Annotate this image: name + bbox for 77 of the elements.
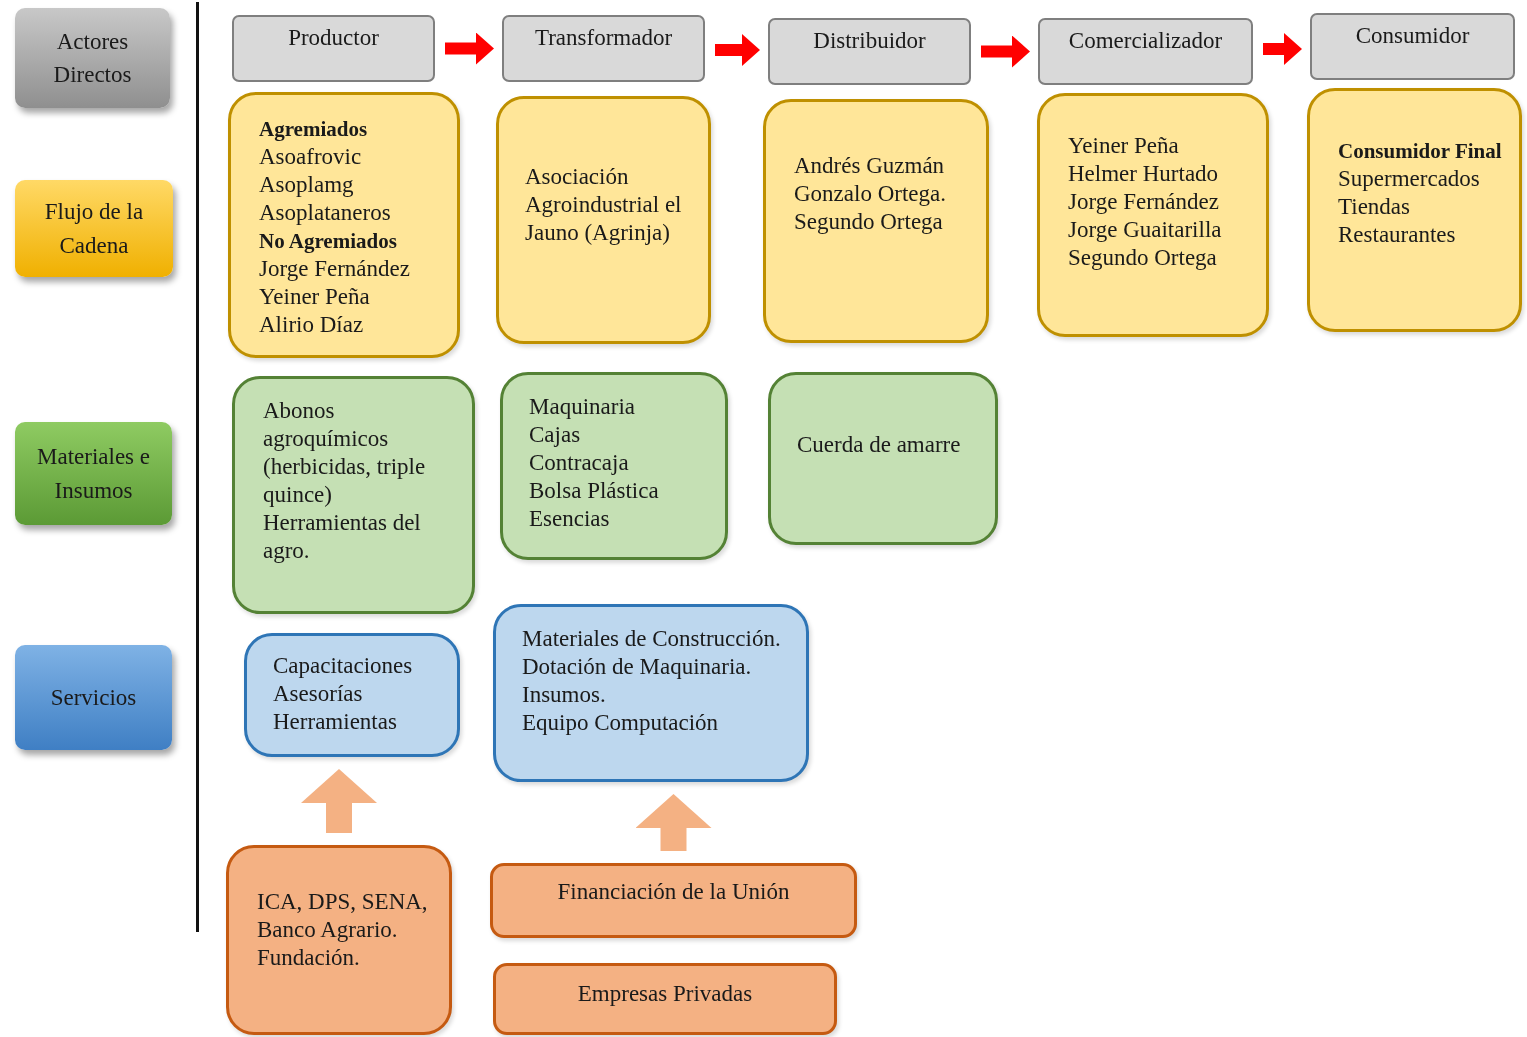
list-item: Andrés Guzmán <box>794 152 945 180</box>
source-box <box>226 845 452 1035</box>
list-item: ICA, DPS, SENA, Banco Agrario. <box>257 888 429 945</box>
source-box <box>493 963 837 1035</box>
list-item: Herramientas del agro. <box>263 509 422 566</box>
arrow <box>1263 33 1302 65</box>
actor-label: Distribuidor <box>813 28 926 55</box>
list-item: Empresas Privadas <box>577 980 753 1008</box>
list-item: Cajas <box>529 421 581 450</box>
actor-box <box>232 15 435 82</box>
actor-label: Transformador <box>534 25 673 52</box>
list-item: Restaurantes <box>1338 221 1456 250</box>
category-label: Servicios <box>50 683 137 712</box>
list-item: Fundación. <box>257 944 360 973</box>
services-box <box>493 604 809 782</box>
category-label: Flujo de la Cadena <box>43 198 145 260</box>
list-item: Asoafrovic <box>259 143 362 172</box>
list-item: Segundo Ortega <box>1068 244 1217 273</box>
materials-box <box>232 376 475 614</box>
category-box <box>15 8 170 108</box>
services-box <box>244 633 460 757</box>
materials-box <box>500 372 728 560</box>
arrow <box>301 769 377 833</box>
list-item: Yeiner Peña <box>1068 132 1179 160</box>
materials-box <box>768 372 998 545</box>
list-item: Jorge Fernández <box>1068 188 1219 217</box>
list-item: Capacitaciones <box>273 652 413 680</box>
arrow <box>981 35 1030 68</box>
category-label: Materiales e Insumos <box>36 443 151 505</box>
category-box <box>15 645 172 750</box>
chain-box <box>228 92 460 358</box>
list-item: Alirio Díaz <box>259 311 364 340</box>
list-item: Yeiner Peña <box>259 283 370 312</box>
list-item: Gonzalo Ortega. <box>794 180 946 209</box>
actor-box <box>1038 18 1253 85</box>
list-item: Tiendas <box>1338 193 1410 222</box>
actor-label: Comercializador <box>1068 28 1223 55</box>
list-item: Maquinaria <box>529 393 635 421</box>
list-item: Herramientas <box>273 708 397 737</box>
actor-box <box>502 15 705 82</box>
chain-box <box>496 96 711 344</box>
list-item: Helmer Hurtado <box>1068 160 1219 189</box>
actor-label: Productor <box>288 25 379 52</box>
list-item: Jorge Fernández <box>259 255 410 284</box>
list-item: Asoplataneros <box>259 199 391 228</box>
list-item: Segundo Ortega <box>794 208 943 237</box>
list-item: Asoplamg <box>259 171 354 200</box>
list-item: Asociación Agroindustrial el Jauno (Agrinja) <box>525 163 683 248</box>
list-item: Dotación de Maquinaria. <box>522 653 752 682</box>
arrow <box>445 32 494 65</box>
chain-box <box>1037 93 1269 337</box>
list-item: Cuerda de amarre <box>797 431 961 459</box>
list-item: Abonos agroquímicos (herbicidas, triple quince) <box>263 397 427 510</box>
arrow <box>635 794 712 851</box>
list-item: Bolsa Plástica <box>529 477 659 506</box>
actor-box <box>1310 13 1515 80</box>
list-item: No Agremiados <box>259 228 397 256</box>
actor-label: Consumidor <box>1355 23 1470 50</box>
list-item: Financiación de la Unión <box>557 878 790 906</box>
list-item: Supermercados <box>1338 165 1480 194</box>
category-box <box>15 422 172 525</box>
arrow <box>715 34 760 66</box>
list-item: Consumidor Final <box>1338 138 1502 165</box>
list-item: Esencias <box>529 505 610 534</box>
chain-box <box>1307 88 1522 332</box>
source-box <box>490 863 857 938</box>
category-label: Actores Directos <box>52 27 133 89</box>
list-item: Agremiados <box>259 116 368 143</box>
list-item: Equipo Computación <box>522 709 719 738</box>
list-item: Jorge Guaitarilla <box>1068 216 1222 245</box>
category-box <box>15 180 173 277</box>
chain-box <box>763 99 989 343</box>
list-item: Insumos. <box>522 681 606 710</box>
list-item: Contracaja <box>529 449 629 478</box>
actor-box <box>768 18 971 85</box>
list-item: Asesorías <box>273 680 363 709</box>
list-item: Materiales de Construcción. <box>522 625 781 653</box>
